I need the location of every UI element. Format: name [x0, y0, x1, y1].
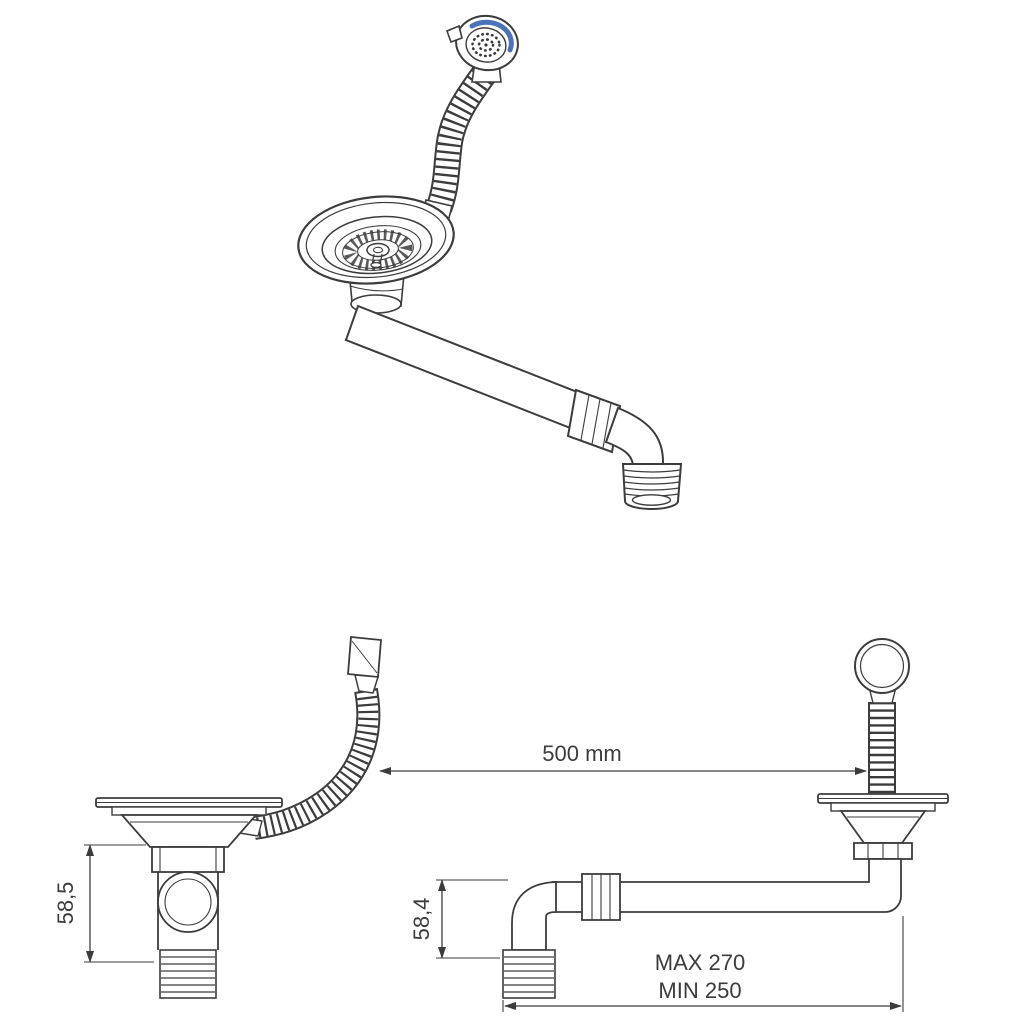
dimension-58-5: 58,5 — [53, 844, 154, 963]
iso-view — [297, 14, 683, 510]
horizontal-pipe-right — [552, 858, 902, 913]
overflow-cap-right — [854, 638, 910, 704]
dimension-label-58-5: 58,5 — [53, 882, 78, 925]
tailpipe-nut-right — [853, 842, 913, 860]
overflow-hose-iso — [426, 62, 498, 213]
strainer-flange-iso — [297, 195, 455, 285]
left-side-view: 58,5 — [53, 636, 382, 999]
dimension-label-max-270: MAX 270 — [655, 950, 746, 975]
overflow-cap — [445, 14, 519, 83]
pipe-elbow-right — [511, 881, 557, 951]
dimension-58-4: 58,4 — [409, 879, 508, 959]
strainer-right — [817, 793, 949, 860]
drain-pipe-right — [502, 858, 902, 999]
pipe-elbow-iso — [604, 406, 664, 468]
threaded-outlet-right — [502, 949, 556, 999]
threaded-outlet-left — [159, 949, 217, 999]
dimension-label-58-4: 58,4 — [409, 898, 434, 941]
threaded-outlet-iso — [621, 463, 683, 510]
trap-left — [157, 871, 219, 950]
dimension-max-min: MAX 270 MIN 250 — [502, 916, 904, 1012]
overflow-hose-left — [252, 687, 381, 840]
dimension-label-min-250: MIN 250 — [658, 978, 741, 1003]
overflow-fitting-left — [347, 636, 382, 694]
drain-pipe-iso — [344, 304, 683, 510]
strainer-left — [95, 797, 283, 873]
overflow-cap-lever — [445, 24, 463, 44]
overflow-cap-blue-ring — [469, 19, 514, 53]
pipe-nut-right — [581, 873, 621, 921]
dimension-500mm: 500 mm — [379, 741, 867, 775]
dimension-label-500mm: 500 mm — [542, 741, 621, 766]
right-side-view: 58,4 500 mm MAX 270 MIN 250 — [379, 638, 949, 1012]
